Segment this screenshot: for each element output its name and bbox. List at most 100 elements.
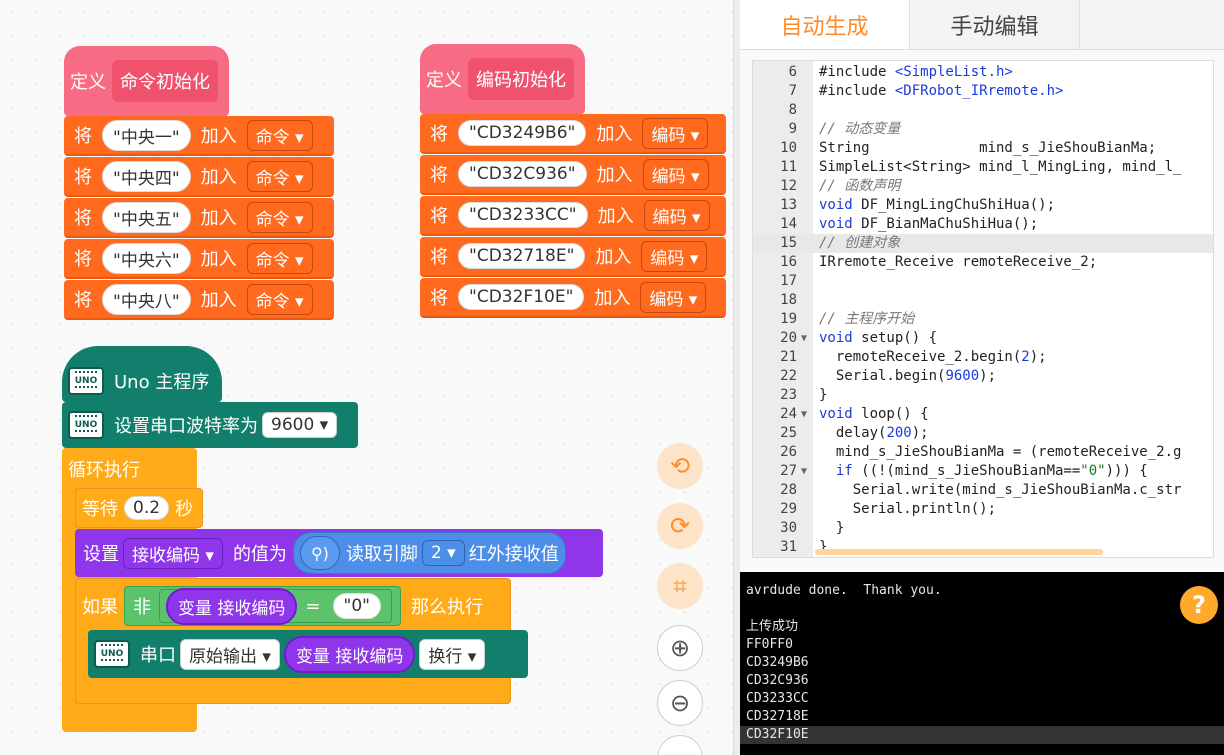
- list-dropdown[interactable]: 命令 ▾: [246, 283, 313, 315]
- add-join-label: 加入: [596, 165, 633, 186]
- list-add-block[interactable]: 将"中央四"加入命令 ▾: [64, 157, 334, 197]
- read-pin-label: 读取引脚: [345, 544, 418, 565]
- line-number: 10: [780, 140, 797, 156]
- console-line: CD3249B6: [746, 655, 809, 670]
- code-line: if ((!(mind_s_JieShouBianMa=="0"))) {: [835, 463, 1148, 479]
- read-tail-label: 红外接收值: [468, 544, 559, 565]
- list-dropdown[interactable]: 编码 ▾: [640, 281, 707, 313]
- if-label: 如果: [82, 597, 118, 618]
- list-dropdown[interactable]: 编码 ▾: [643, 199, 710, 231]
- zoom-reset-icon[interactable]: =: [657, 735, 703, 755]
- string-value-input[interactable]: "中央四": [102, 160, 191, 192]
- string-value-input[interactable]: "中央八": [102, 283, 191, 315]
- line-number: 30: [780, 520, 797, 536]
- main-program-hat[interactable]: UNO Uno 主程序: [62, 346, 222, 402]
- list-dropdown[interactable]: 命令 ▾: [246, 160, 313, 192]
- output-mode-dropdown[interactable]: 原始输出 ▾: [180, 638, 280, 670]
- variable-ref[interactable]: 变量 接收编码: [166, 587, 298, 625]
- add-join-label: 加入: [200, 167, 237, 188]
- pin-dropdown[interactable]: 2 ▾: [421, 540, 465, 566]
- zoom-in-icon[interactable]: ⊕: [657, 625, 703, 671]
- fold-arrow-icon[interactable]: ▼: [801, 333, 808, 344]
- add-verb: 将: [430, 288, 448, 309]
- string-value-input[interactable]: "中央一": [102, 119, 191, 151]
- code-line: void setup() {: [819, 330, 938, 346]
- code-line: // 主程序开始: [819, 311, 915, 327]
- variable-dropdown[interactable]: 接收编码 ▾: [123, 537, 223, 569]
- console-line: CD3233CC: [746, 691, 809, 706]
- string-value-input[interactable]: "CD3249B6": [458, 120, 587, 146]
- list-add-block[interactable]: 将"CD32718E"加入编码 ▾: [420, 237, 726, 277]
- tab-auto-generate[interactable]: 自动生成: [740, 0, 910, 49]
- list-dropdown[interactable]: 命令 ▾: [246, 242, 313, 274]
- list-dropdown[interactable]: 编码 ▾: [641, 240, 708, 272]
- serial-print-label: 串口: [140, 645, 176, 666]
- block-workspace[interactable]: 定义 命令初始化 将"中央一"加入命令 ▾将"中央四"加入命令 ▾将"中央五"加…: [0, 0, 733, 755]
- not-block[interactable]: 非 变量 接收编码 = "0": [124, 586, 401, 626]
- add-verb: 将: [430, 206, 448, 227]
- list-dropdown[interactable]: 编码 ▾: [642, 158, 709, 190]
- list-dropdown[interactable]: 命令 ▾: [246, 201, 313, 233]
- variable-ref[interactable]: 变量 接收编码: [283, 635, 416, 673]
- list-add-block[interactable]: 将"中央六"加入命令 ▾: [64, 239, 334, 279]
- define-name[interactable]: 编码初始化: [468, 58, 574, 100]
- add-join-label: 加入: [595, 247, 632, 268]
- list-add-block[interactable]: 将"中央一"加入命令 ▾: [64, 116, 334, 156]
- list-add-block[interactable]: 将"CD3233CC"加入编码 ▾: [420, 196, 726, 236]
- console-line: FF0FF0: [746, 637, 793, 652]
- list-add-block[interactable]: 将"中央八"加入命令 ▾: [64, 280, 334, 320]
- serial-print-block[interactable]: UNO 串口 原始输出 ▾ 变量 接收编码 换行 ▾: [88, 630, 528, 678]
- code-editor[interactable]: 6#include <SimpleList.h>7#include <DFRob…: [752, 60, 1214, 558]
- define-name[interactable]: 命令初始化: [112, 60, 218, 102]
- tab-manual-edit[interactable]: 手动编辑: [910, 0, 1080, 49]
- string-value-input[interactable]: "CD32C936": [458, 161, 587, 187]
- zoom-out-icon[interactable]: ⊖: [657, 680, 703, 726]
- list-add-block[interactable]: 将"中央五"加入命令 ▾: [64, 198, 334, 238]
- line-number: 25: [780, 425, 797, 441]
- line-number: 16: [780, 254, 797, 270]
- baud-dropdown[interactable]: 9600 ▾: [262, 412, 338, 438]
- string-value-input[interactable]: "CD3233CC": [458, 202, 588, 228]
- string-value-input[interactable]: "中央六": [102, 242, 191, 274]
- undo-icon[interactable]: ⟲: [657, 443, 703, 489]
- string-value-input[interactable]: "中央五": [102, 201, 191, 233]
- serial-baud-label: 设置串口波特率为: [114, 416, 258, 437]
- code-line: remoteReceive_2.begin(2);: [819, 349, 1047, 365]
- compare-value-input[interactable]: "0": [332, 593, 381, 619]
- add-join-label: 加入: [200, 249, 237, 270]
- equals-block[interactable]: 变量 接收编码 = "0": [159, 587, 392, 625]
- code-line: }: [819, 539, 828, 555]
- wait-seconds-input[interactable]: 0.2: [124, 496, 170, 520]
- wait-label: 等待: [82, 499, 118, 520]
- ir-read-block[interactable]: ⚲) 读取引脚 2 ▾ 红外接收值: [292, 532, 566, 574]
- line-number: 15: [780, 235, 797, 251]
- horizontal-scrollbar[interactable]: [815, 549, 1103, 555]
- code-line: String mind_s_JieShouBianMa;: [819, 140, 1157, 156]
- uno-board-icon: UNO: [68, 411, 104, 439]
- string-value-input[interactable]: "CD32F10E": [458, 284, 585, 310]
- redo-icon[interactable]: ⟳: [657, 503, 703, 549]
- wait-block[interactable]: 等待 0.2 秒: [75, 488, 203, 528]
- list-dropdown[interactable]: 编码 ▾: [642, 117, 709, 149]
- newline-dropdown[interactable]: 换行 ▾: [419, 638, 486, 670]
- fold-arrow-icon[interactable]: ▼: [801, 466, 808, 477]
- crop-icon[interactable]: ⌗: [657, 563, 703, 609]
- define-hat-code-init[interactable]: 定义 编码初始化: [420, 44, 585, 114]
- list-add-block[interactable]: 将"CD3249B6"加入编码 ▾: [420, 114, 726, 154]
- define-hat-command-init[interactable]: 定义 命令初始化: [64, 46, 229, 116]
- list-add-block[interactable]: 将"CD32F10E"加入编码 ▾: [420, 278, 726, 318]
- panel-divider[interactable]: [733, 0, 740, 755]
- list-dropdown[interactable]: 命令 ▾: [246, 119, 313, 151]
- line-number: 22: [780, 368, 797, 384]
- fold-arrow-icon[interactable]: ▼: [801, 409, 808, 420]
- list-add-block[interactable]: 将"CD32C936"加入编码 ▾: [420, 155, 726, 195]
- help-icon[interactable]: ?: [1180, 586, 1218, 624]
- not-label: 非: [133, 597, 151, 618]
- console-line: CD32F10E: [746, 727, 809, 742]
- string-value-input[interactable]: "CD32718E": [458, 243, 586, 269]
- serial-baud-block[interactable]: UNO 设置串口波特率为 9600 ▾: [62, 402, 358, 448]
- define-prefix: 定义: [70, 72, 106, 93]
- line-number: 27: [780, 463, 797, 479]
- set-variable-block[interactable]: 设置 接收编码 ▾ 的值为 ⚲) 读取引脚 2 ▾ 红外接收值: [75, 529, 603, 577]
